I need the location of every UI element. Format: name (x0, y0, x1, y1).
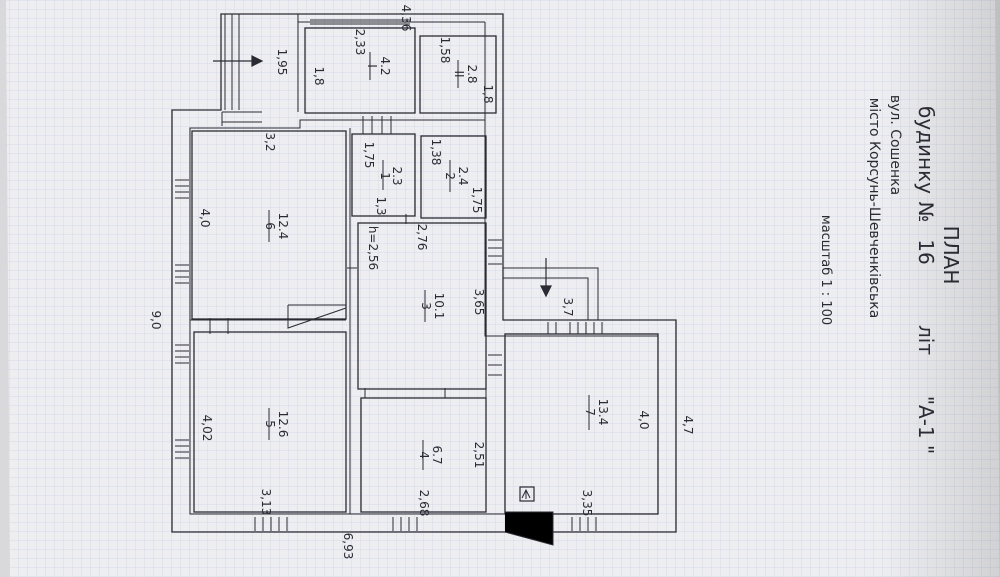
door-ticks (209, 116, 554, 546)
room-4-dim-b: 2,68 (417, 490, 431, 517)
room-I-dim-b: 1,8 (312, 66, 326, 85)
exterior-wall-inner (189, 119, 659, 515)
paper-shadow (880, 0, 1000, 577)
room-7-dim-a: 4,0 (637, 410, 651, 429)
annex-wall (297, 14, 486, 120)
porch (503, 267, 599, 320)
room-5-id: 5 (263, 420, 277, 428)
title-scale: масштаб 1 : 100 (818, 215, 833, 325)
room-6-id: 6 (263, 222, 277, 230)
room-5-area: 12.6 (276, 411, 290, 438)
room-1-area: 2.3 (390, 166, 404, 185)
dim-right-wing: 4,7 (681, 415, 695, 434)
room-2-area: 2.4 (456, 166, 470, 185)
overall-dimensions: 4,36 9,0 6,93 4,7 3,7 (149, 5, 695, 560)
room-5-dim-a: 4,02 (200, 415, 214, 442)
title-street: вул. Сошенка (887, 95, 903, 195)
title-line1: ПЛАН (939, 226, 963, 285)
room-3-dim-c: h=2,56 (366, 226, 380, 270)
room-7-area: 13.4 (596, 399, 610, 426)
room-I-area: 4.2 (378, 56, 392, 75)
room-II-area: 2.8 (465, 64, 479, 83)
room-1-dim-b: 1,3 (374, 196, 388, 215)
windows (175, 19, 603, 531)
room-1-outline (351, 133, 416, 217)
room-5-dim-b: 3,13 (259, 489, 273, 516)
dim-top-length: 4,36 (399, 5, 413, 32)
title-lit: літ (914, 325, 938, 355)
room-7-dim-b: 3,35 (580, 490, 594, 517)
plan-drawing (171, 13, 677, 533)
dim-porch-width: 3,7 (561, 297, 575, 316)
entrance-steps (224, 14, 240, 110)
room-4-dim-a: 2,51 (472, 442, 486, 469)
stove-icon-mark (521, 488, 531, 499)
title-number-sign: № (914, 202, 938, 223)
room-2-outline (420, 135, 487, 219)
title-number: 16 (914, 239, 938, 264)
room-4-area: 6.7 (430, 445, 444, 464)
room-II-dim-a: 1,58 (438, 37, 452, 64)
room-2-dim-a: 1,38 (429, 139, 443, 166)
title-block: ПЛАН будинку № 16 літ "А-1 " вул. Сошенк… (818, 95, 963, 454)
exterior-wall-outer (171, 13, 677, 533)
entrance-dim-a: 1,95 (275, 49, 289, 76)
room-1-id: 1 (378, 172, 392, 180)
room-6-dim-a: 3,2 (263, 132, 277, 151)
room-I-outline (304, 27, 416, 114)
area-fraction-lines (268, 52, 590, 470)
room-3-area: 10.1 (432, 293, 446, 320)
dim-bottom-length: 6,93 (341, 533, 355, 560)
room-II-outline (419, 35, 497, 114)
stair (287, 304, 347, 329)
room-1-dim-a: 1,75 (362, 142, 376, 169)
room-3-dim-b: 3,65 (472, 289, 486, 316)
room-4-id: 4 (417, 451, 431, 459)
room-I-id: I (365, 64, 379, 68)
room-2-id: 2 (443, 172, 457, 180)
partition-wall (190, 128, 506, 514)
room-II-dim-b: 1,8 (481, 84, 495, 103)
room-labels: 1,95 2,33 I 4.2 1,8 1,58 II 2.8 1,8 1,75… (198, 29, 651, 517)
title-lit-value: "А-1 " (914, 396, 938, 454)
room-2-dim-b: 1,75 (470, 187, 484, 214)
title-line2: будинку (914, 106, 938, 194)
stove-icon (519, 486, 535, 502)
entry-arrows (213, 55, 552, 298)
room-6-area: 12.4 (276, 213, 290, 240)
room-II-id: II (452, 70, 466, 77)
room-I-dim-a: 2,33 (353, 29, 367, 56)
room-7-id: 7 (583, 408, 597, 416)
dim-left-height: 9,0 (149, 310, 163, 329)
room-6-dim-b: 4,0 (198, 208, 212, 227)
room-3-id: 3 (419, 302, 433, 310)
title-city: місто Корсунь-Шевченківська (866, 98, 882, 319)
room-3-dim-a: 2,76 (415, 224, 429, 251)
room-6-outline (191, 130, 347, 320)
